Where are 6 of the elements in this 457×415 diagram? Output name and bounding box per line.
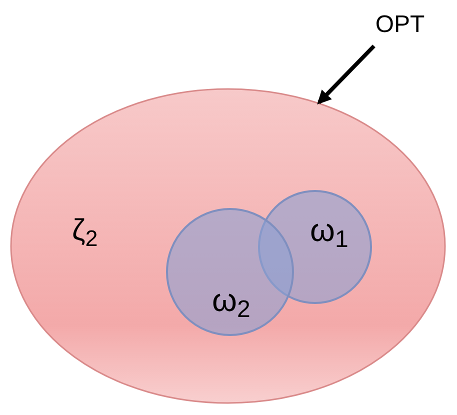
label-text: ζ$_{2}$ (72, 214, 98, 247)
ellipse-region (10, 88, 446, 404)
label-text: OPT (375, 13, 425, 37)
arrow (317, 44, 376, 104)
label-text: ω$_{1}$ (310, 212, 348, 248)
label-text: ω$_{2}$ (212, 282, 250, 318)
